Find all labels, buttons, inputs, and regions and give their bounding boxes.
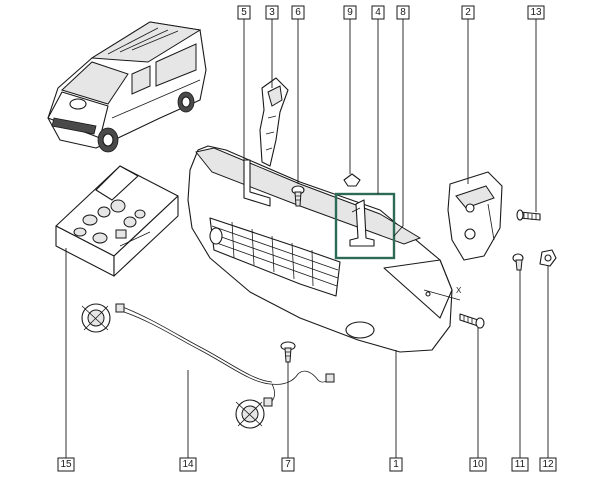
clip-part-9 — [343, 173, 361, 187]
marking-x-label: X — [456, 286, 462, 295]
side-bracket-part-2 — [447, 171, 503, 261]
callout-6: 6 — [291, 5, 305, 20]
front-bumper — [187, 145, 461, 353]
callout-9: 9 — [343, 5, 357, 20]
callout-15: 15 — [57, 457, 75, 472]
svg-text:6: 6 — [295, 7, 301, 18]
callout-3: 3 — [265, 5, 279, 20]
svg-text:14: 14 — [182, 459, 194, 470]
bracket-part-3 — [259, 77, 289, 167]
callout-10: 10 — [469, 457, 487, 472]
screw-part-7 — [280, 341, 296, 363]
leader-lines — [65, 19, 549, 458]
svg-text:12: 12 — [542, 459, 554, 470]
svg-text:9: 9 — [347, 7, 353, 18]
svg-text:8: 8 — [400, 7, 406, 18]
callout-5: 5 — [237, 5, 251, 20]
strap-part-5 — [243, 159, 271, 207]
svg-text:13: 13 — [530, 7, 542, 18]
svg-text:4: 4 — [375, 7, 381, 18]
fixing-kit-box — [55, 165, 179, 277]
callout-8: 8 — [396, 5, 410, 20]
highlight-frame — [334, 192, 396, 260]
callout-4: 4 — [371, 5, 385, 20]
callout-2: 2 — [461, 5, 475, 20]
screw-part-6 — [291, 185, 305, 207]
highlighted-bracket-detail — [334, 192, 396, 260]
van-illustration — [47, 21, 207, 153]
svg-text:5: 5 — [241, 7, 247, 18]
screw-part-11 — [512, 253, 524, 271]
callout-1: 1 — [389, 457, 403, 472]
screw-part-13 — [516, 209, 541, 221]
fog-lamp-and-harness — [81, 303, 335, 429]
callout-14: 14 — [179, 457, 197, 472]
svg-text:3: 3 — [269, 7, 275, 18]
callout-7: 7 — [281, 457, 295, 472]
screw-part-10 — [459, 313, 485, 329]
svg-text:15: 15 — [60, 459, 72, 470]
svg-text:2: 2 — [465, 7, 471, 18]
callout-13: 13 — [527, 5, 545, 20]
svg-text:10: 10 — [472, 459, 484, 470]
svg-text:1: 1 — [393, 459, 399, 470]
svg-text:11: 11 — [515, 459, 526, 470]
svg-text:7: 7 — [285, 459, 291, 470]
callout-11: 11 — [511, 457, 529, 472]
nut-part-12 — [539, 249, 557, 267]
callout-12: 12 — [539, 457, 557, 472]
